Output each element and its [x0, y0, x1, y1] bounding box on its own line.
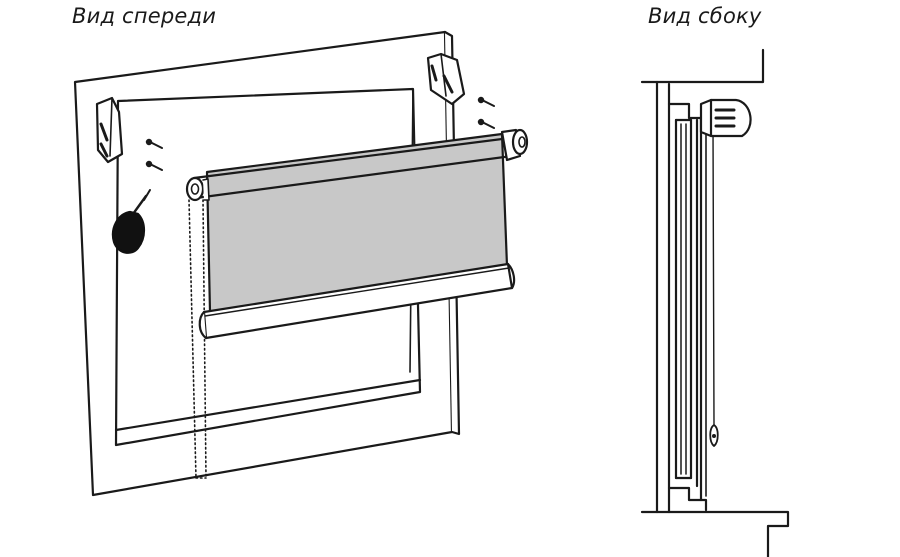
screwdriver-icon: [111, 189, 151, 254]
side-view-drawing: [640, 48, 790, 557]
front-view-title: Вид спереди: [72, 4, 217, 28]
bottom-bar: [198, 262, 516, 340]
screws-right: [477, 96, 495, 129]
left-mounting-bracket: [95, 96, 124, 164]
screws-left: [145, 138, 163, 171]
right-mounting-bracket: [426, 52, 466, 106]
control-chain: [188, 199, 207, 479]
side-view-title: Вид сбоку: [648, 4, 762, 28]
roller-blind: [185, 128, 529, 314]
